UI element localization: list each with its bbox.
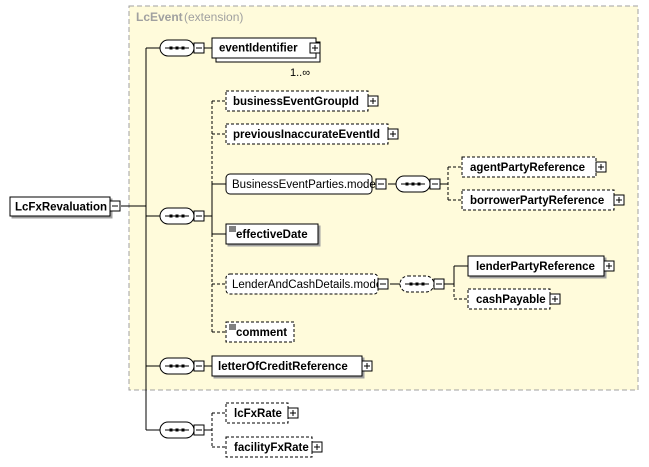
extension-name: LcEvent <box>136 10 183 24</box>
expand-icon[interactable] <box>613 194 625 206</box>
extension-suffix: (extension) <box>184 10 243 24</box>
sequence-compositor[interactable] <box>395 175 441 193</box>
expand-icon[interactable] <box>309 42 321 54</box>
facility-fx-rate-element[interactable]: facilityFxRate <box>225 436 323 458</box>
business-event-parties-model-label: BusinessEventParties.model <box>232 179 378 191</box>
lender-and-cash-details-model-group[interactable]: LenderAndCashDetails.model <box>225 273 389 295</box>
collapse-icon[interactable] <box>433 278 445 290</box>
comment-label: comment <box>236 327 287 339</box>
lc-fx-rate-element[interactable]: lcFxRate <box>225 402 299 424</box>
borrower-party-reference-label: borrowerPartyReference <box>470 195 604 207</box>
expand-icon[interactable] <box>387 128 399 140</box>
cash-payable-element[interactable]: cashPayable <box>467 288 561 310</box>
sequence-compositor[interactable] <box>159 207 205 225</box>
sequence-icon <box>165 214 189 218</box>
expand-icon[interactable] <box>311 441 323 453</box>
root-label: LcFxRevaluation <box>15 202 107 214</box>
expand-icon[interactable] <box>603 260 615 272</box>
simple-content-icon <box>229 226 236 232</box>
sequence-icon <box>165 428 189 432</box>
effective-date-label: effectiveDate <box>236 229 308 241</box>
event-identifier-label: eventIdentifier <box>219 43 298 55</box>
collapse-icon[interactable] <box>109 200 121 212</box>
previous-inaccurate-event-id-label: previousInaccurateEventId <box>233 129 380 141</box>
collapse-icon[interactable] <box>193 360 205 372</box>
collapse-icon[interactable] <box>193 210 205 222</box>
facility-fx-rate-label: facilityFxRate <box>234 442 309 454</box>
expand-icon[interactable] <box>549 293 561 305</box>
cash-payable-label: cashPayable <box>476 294 546 306</box>
root-element[interactable]: LcFxRevaluation <box>9 196 121 217</box>
agent-party-reference-label: agentPartyReference <box>470 162 585 174</box>
collapse-icon[interactable] <box>429 178 441 190</box>
effective-date-element[interactable]: effectiveDate <box>225 223 319 245</box>
sequence-compositor[interactable] <box>159 39 205 57</box>
letter-of-credit-reference-label: letterOfCreditReference <box>218 361 348 373</box>
lc-fx-rate-label: lcFxRate <box>234 408 282 420</box>
collapse-icon[interactable] <box>377 278 389 290</box>
business-event-group-id-label: businessEventGroupId <box>233 96 359 108</box>
expand-icon[interactable] <box>287 407 299 419</box>
sequence-compositor[interactable] <box>399 275 445 293</box>
collapse-icon[interactable] <box>193 424 205 436</box>
expand-icon[interactable] <box>595 161 607 173</box>
event-identifier-cardinality: 1..∞ <box>290 67 310 79</box>
sequence-compositor[interactable] <box>159 421 205 439</box>
event-identifier-element[interactable]: eventIdentifier 1..∞ <box>211 37 321 79</box>
sequence-icon <box>401 182 425 186</box>
sequence-icon <box>165 364 189 368</box>
letter-of-credit-reference-element[interactable]: letterOfCreditReference <box>211 355 373 377</box>
collapse-icon[interactable] <box>193 42 205 54</box>
simple-content-icon <box>229 324 236 330</box>
comment-element[interactable]: comment <box>225 321 295 343</box>
business-event-parties-model-group[interactable]: BusinessEventParties.model <box>225 173 387 195</box>
lender-and-cash-details-model-label: LenderAndCashDetails.model <box>232 279 385 291</box>
previous-inaccurate-event-id-element[interactable]: previousInaccurateEventId <box>225 123 399 145</box>
agent-party-reference-element[interactable]: agentPartyReference <box>461 156 607 178</box>
lender-party-reference-label: lenderPartyReference <box>476 261 595 273</box>
expand-icon[interactable] <box>367 95 379 107</box>
collapse-icon[interactable] <box>375 178 387 190</box>
business-event-group-id-element[interactable]: businessEventGroupId <box>225 90 379 112</box>
lender-party-reference-element[interactable]: lenderPartyReference <box>467 255 615 277</box>
connector-lines <box>121 47 468 448</box>
sequence-icon <box>405 282 429 286</box>
expand-icon[interactable] <box>361 360 373 372</box>
sequence-icon <box>165 46 189 50</box>
borrower-party-reference-element[interactable]: borrowerPartyReference <box>461 189 625 211</box>
sequence-compositor[interactable] <box>159 357 205 375</box>
